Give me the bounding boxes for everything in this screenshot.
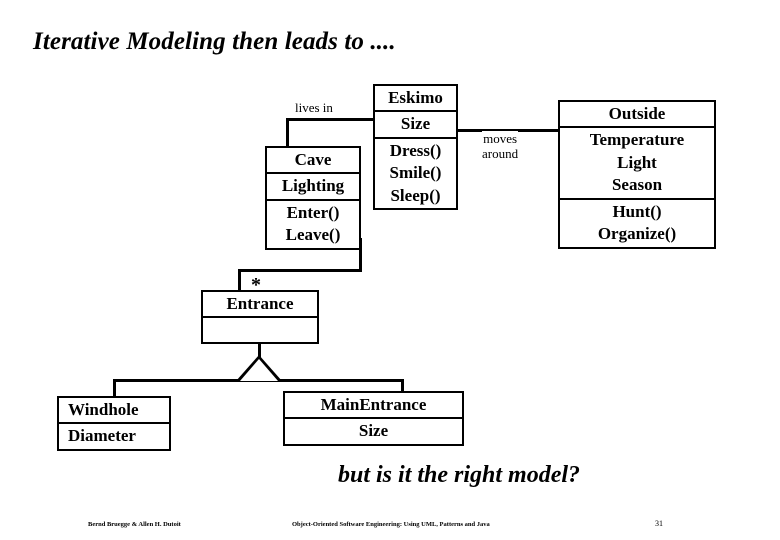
connector-eskimo-outside bbox=[456, 129, 560, 132]
windhole-attribute: Diameter bbox=[68, 426, 136, 446]
cave-class-name: Cave bbox=[294, 150, 332, 169]
cave-name-compartment: Cave bbox=[267, 148, 359, 175]
closing-question: but is it the right model? bbox=[338, 462, 581, 488]
cave-attribute: Lighting bbox=[281, 176, 345, 196]
connector-eskimo-cave-vertical bbox=[286, 118, 289, 150]
entrance-name-compartment: Entrance bbox=[203, 292, 317, 319]
windhole-class-name: Windhole bbox=[68, 400, 139, 419]
outside-class-name: Outside bbox=[608, 104, 666, 123]
association-label-lives-in: lives in bbox=[295, 100, 333, 116]
cave-operation: Enter() bbox=[286, 202, 340, 222]
generalization-triangle-fill bbox=[240, 359, 278, 381]
connector-cave-entrance-vertical-upper bbox=[359, 238, 362, 272]
uml-class-outside[interactable]: Outside Temperature Light Season Hunt() … bbox=[558, 100, 716, 249]
outside-attribute: Light bbox=[617, 152, 657, 172]
connector-generalization-drop-mainentrance bbox=[401, 379, 404, 393]
footer-book-title: Object-Oriented Software Engineering: Us… bbox=[292, 521, 490, 528]
eskimo-operations-compartment: Dress() Smile() Sleep() bbox=[375, 139, 456, 208]
cave-operations-compartment: Enter() Leave() bbox=[267, 201, 359, 248]
connector-entrance-generalization-stem bbox=[258, 338, 261, 358]
outside-operations-compartment: Hunt() Organize() bbox=[560, 200, 714, 247]
page-title: Iterative Modeling then leads to .... bbox=[33, 28, 396, 55]
association-label-moves-around: moves around bbox=[482, 131, 519, 162]
connector-cave-entrance-horizontal bbox=[238, 269, 362, 272]
outside-attribute: Season bbox=[611, 175, 663, 195]
eskimo-operation: Sleep() bbox=[390, 185, 441, 205]
footer-page-number: 31 bbox=[655, 519, 663, 528]
outside-attributes-compartment: Temperature Light Season bbox=[560, 128, 714, 200]
eskimo-name-compartment: Eskimo bbox=[375, 86, 456, 113]
mainentrance-attributes-compartment: Size bbox=[285, 419, 462, 443]
windhole-attributes-compartment: Diameter bbox=[59, 424, 169, 448]
uml-class-eskimo[interactable]: Eskimo Size Dress() Smile() Sleep() bbox=[373, 84, 458, 211]
eskimo-operation: Smile() bbox=[389, 163, 442, 183]
mainentrance-attribute: Size bbox=[358, 421, 389, 441]
association-label-moves-around-line1: moves bbox=[483, 131, 518, 146]
outside-name-compartment: Outside bbox=[560, 102, 714, 129]
outside-attribute: Temperature bbox=[589, 130, 685, 150]
footer-authors: Bernd Bruegge & Allen H. Dutoit bbox=[88, 521, 181, 528]
eskimo-class-name: Eskimo bbox=[388, 88, 443, 107]
entrance-attributes-compartment bbox=[203, 318, 317, 342]
multiplicity-entrance: * bbox=[251, 274, 261, 296]
cave-operation: Leave() bbox=[285, 225, 341, 245]
connector-generalization-drop-windhole bbox=[113, 379, 116, 398]
uml-class-entrance[interactable]: Entrance bbox=[201, 290, 319, 345]
entrance-class-name: Entrance bbox=[226, 294, 294, 313]
mainentrance-class-name: MainEntrance bbox=[320, 395, 427, 414]
eskimo-operation: Dress() bbox=[389, 140, 442, 160]
outside-operation: Hunt() bbox=[612, 201, 662, 221]
mainentrance-name-compartment: MainEntrance bbox=[285, 393, 462, 420]
uml-class-mainentrance[interactable]: MainEntrance Size bbox=[283, 391, 464, 446]
connector-cave-entrance-vertical-lower bbox=[238, 269, 241, 291]
uml-class-windhole[interactable]: Windhole Diameter bbox=[57, 396, 171, 451]
uml-class-cave[interactable]: Cave Lighting Enter() Leave() bbox=[265, 146, 361, 250]
connector-eskimo-cave-horizontal bbox=[286, 118, 376, 121]
eskimo-attributes-compartment: Size bbox=[375, 112, 456, 139]
association-label-moves-around-line2: around bbox=[482, 146, 519, 162]
outside-operation: Organize() bbox=[597, 224, 677, 244]
windhole-name-compartment: Windhole bbox=[59, 398, 169, 425]
eskimo-attribute: Size bbox=[400, 114, 431, 134]
cave-attributes-compartment: Lighting bbox=[267, 174, 359, 201]
